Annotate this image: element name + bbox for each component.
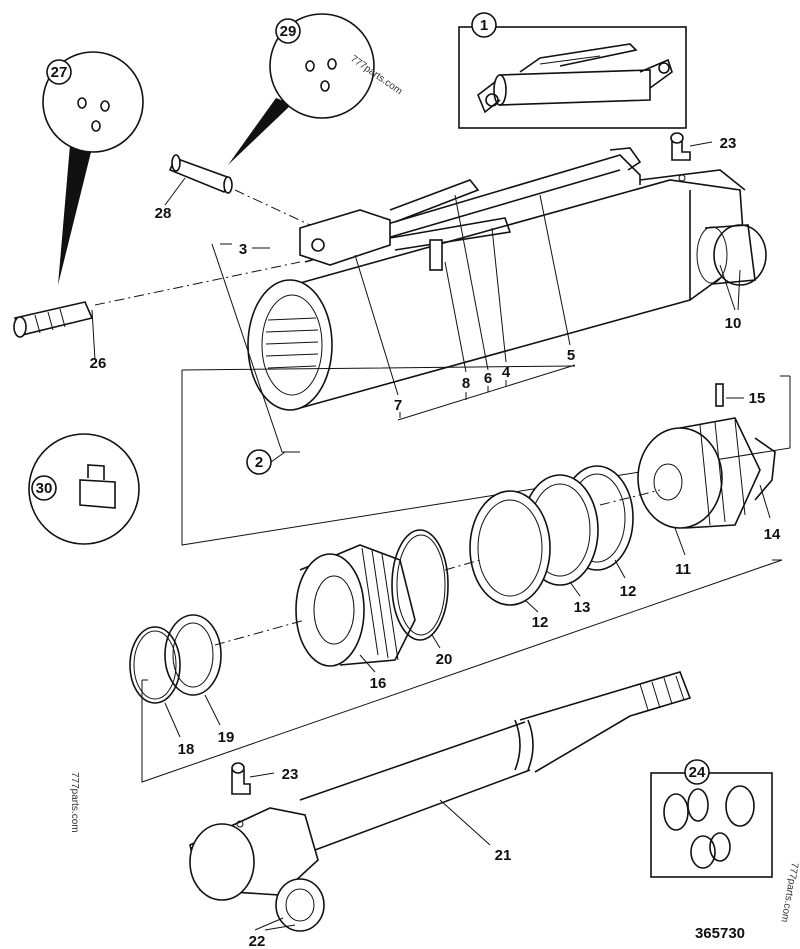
snap-ring-18: 18 <box>129 626 195 758</box>
callout-label-p12a: 12 <box>532 614 549 631</box>
piston-rod-21: 21 22 <box>189 671 692 949</box>
callout-label-p11: 11 <box>675 561 691 578</box>
callout-label-p20: 20 <box>436 651 453 668</box>
pin-15: 15 <box>715 383 766 407</box>
callout-label-p2: 2 <box>255 454 263 471</box>
callout-label-p6: 6 <box>484 370 492 387</box>
valve-cartridge-26: 26 <box>13 301 107 372</box>
callout-label-p23a: 23 <box>720 135 737 152</box>
wear-ring-12-left: 12 <box>469 490 551 631</box>
grease-nipple-23-bottom: 23 <box>231 762 299 795</box>
callout-label-p24: 24 <box>689 764 706 781</box>
callout-label-p16: 16 <box>370 675 387 692</box>
callout-label-p28: 28 <box>155 205 172 222</box>
callout-label-p12b: 12 <box>620 583 637 600</box>
watermark: 777parts.com <box>779 861 800 923</box>
callout-label-p21: 21 <box>495 847 512 864</box>
detail-circle-27: 27 <box>42 51 144 285</box>
callout-1: 1 <box>471 12 497 38</box>
callout-label-p10: 10 <box>725 315 742 332</box>
fitting-28: 28 <box>155 154 233 222</box>
callout-label-p22: 22 <box>249 933 266 949</box>
piston-11: 11 14 <box>637 417 781 578</box>
callout-label-p14: 14 <box>764 526 781 543</box>
callout-label-p19: 19 <box>218 729 235 746</box>
inset-assembled-cylinder <box>458 26 687 129</box>
callout-label-p8: 8 <box>462 375 470 392</box>
callout-label-p18: 18 <box>178 741 195 758</box>
detail-circle-29: 29 777parts.com <box>228 13 404 165</box>
cylinder-barrel-2 <box>247 147 767 411</box>
o-ring-20: 20 <box>391 529 453 668</box>
callout-label-p7: 7 <box>394 397 402 414</box>
callout-label-p23b: 23 <box>282 766 299 783</box>
callout-label-p30: 30 <box>36 480 53 497</box>
detail-circle-30: 30 <box>28 433 140 545</box>
drawing-number: 365730 <box>695 925 745 942</box>
callout-label-p15: 15 <box>749 390 766 407</box>
callout-label-p4: 4 <box>502 364 511 381</box>
callout-label-p1: 1 <box>480 17 488 34</box>
callout-label-p26: 26 <box>90 355 107 372</box>
watermark: 777parts.com <box>69 772 80 833</box>
callout-label-p3: 3 <box>239 241 247 258</box>
callout-label-p5: 5 <box>567 347 575 364</box>
callout-label-p13: 13 <box>574 599 591 616</box>
seal-kit-box-24: 24 <box>650 759 773 878</box>
callout-label-p27: 27 <box>51 64 68 81</box>
grease-nipple-23-top: 23 <box>670 132 737 161</box>
callout-label-p29: 29 <box>280 23 297 40</box>
gland-16: 16 <box>295 544 416 692</box>
callout-2: 2 <box>246 449 272 475</box>
